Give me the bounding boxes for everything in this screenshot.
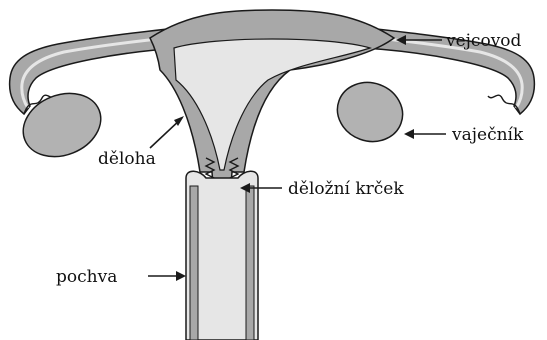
vagina-tube <box>186 171 258 340</box>
oviduct-label: vejcovod <box>445 31 522 51</box>
vagina-label: pochva <box>56 267 117 287</box>
uterus-label: děloha <box>98 149 156 169</box>
ovary-label: vaječník <box>451 125 524 145</box>
right-ovary <box>329 73 411 150</box>
cervix-label: děložní krček <box>288 179 404 199</box>
right-fimbriae <box>488 95 520 114</box>
